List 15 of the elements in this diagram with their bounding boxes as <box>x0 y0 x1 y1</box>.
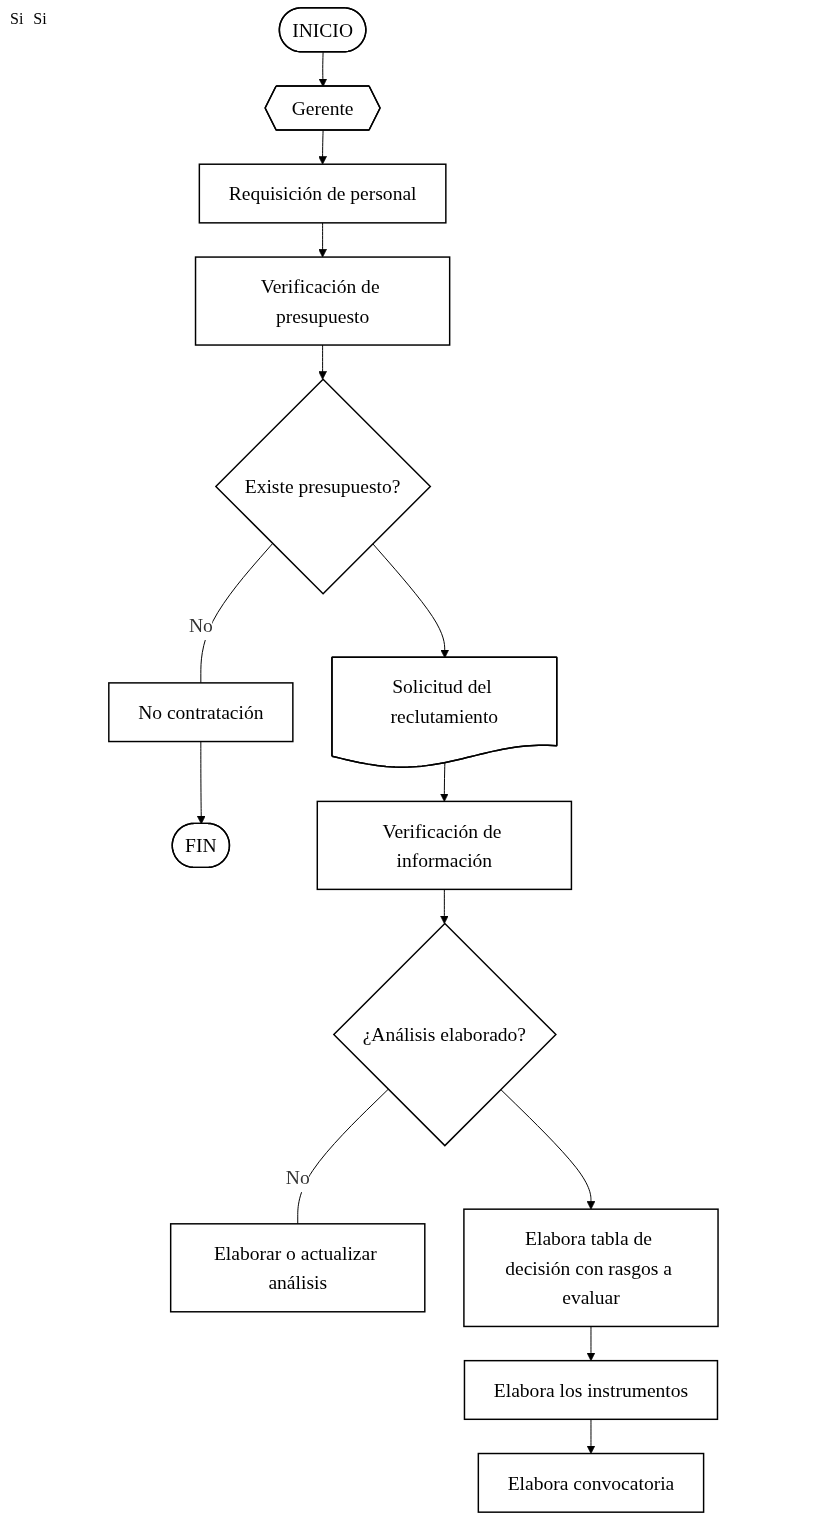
node-box: No contratación <box>107 682 294 743</box>
node-box: Elabora los instrumentos <box>463 1359 718 1421</box>
node-box: Requisición de personal <box>198 163 447 224</box>
node-box: Elabora tabla de decisión con rasgos a evaluar <box>462 1208 719 1328</box>
node-box: Verificación de información <box>316 800 572 891</box>
edge-label: No <box>188 614 213 637</box>
branch-label: Si <box>33 10 47 28</box>
edge-label: No <box>285 1166 310 1189</box>
node-box: Elaborar o actualizar análisis <box>169 1223 426 1313</box>
node-diamond: ¿Análisis elaborado? <box>332 922 557 1147</box>
branch-label: Si <box>10 10 24 28</box>
connector <box>296 1088 389 1225</box>
node-box: Verificación de presupuesto <box>194 256 450 346</box>
node-diamond: Existe presupuesto? <box>214 378 431 595</box>
node-box: Elabora convocatoria <box>477 1452 704 1513</box>
